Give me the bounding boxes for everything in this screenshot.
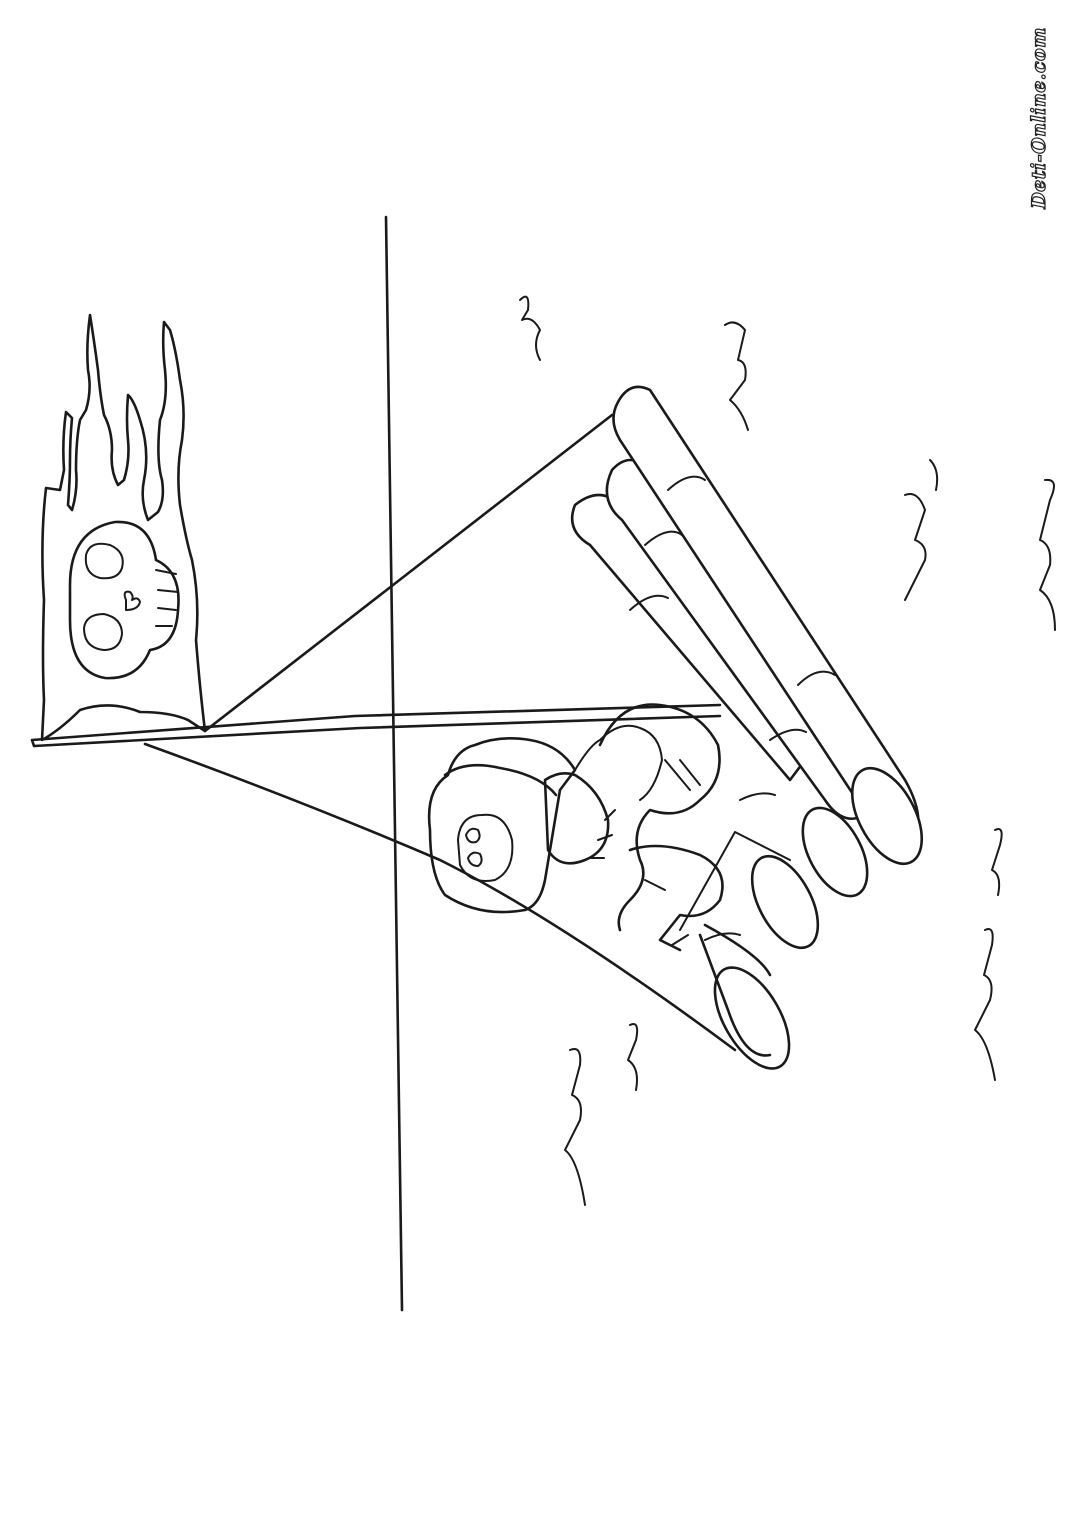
horizon-line: [384, 215, 404, 1312]
flag-skull-eye-right: [83, 613, 123, 651]
wave-1: [519, 295, 541, 361]
pirate-figure: [427, 703, 791, 952]
pirate-body: [598, 703, 721, 932]
sail: [143, 413, 737, 1052]
raft: [570, 385, 924, 1070]
sea-waves: [519, 295, 1056, 1206]
wave-3: [904, 459, 939, 601]
site-watermark: Deti-Online.com: [1027, 27, 1050, 210]
flag-skull-nose: [123, 590, 141, 611]
pirate-arm: [628, 844, 724, 952]
raft-log-end-2: [801, 806, 869, 898]
wave-5: [991, 828, 1003, 896]
raft-log-front: [698, 923, 772, 1057]
wave-8: [564, 1048, 586, 1206]
flag-skull-outline: [68, 520, 180, 680]
skull-flag: [40, 313, 207, 742]
flag-skull-teeth: [155, 569, 179, 627]
pirate-beard: [574, 724, 663, 859]
pirate-sword: [671, 831, 791, 946]
wave-7: [627, 1023, 639, 1091]
flag-cloth: [40, 313, 207, 742]
raft-log-end-4: [713, 966, 791, 1070]
wave-4: [1039, 478, 1056, 631]
raft-rope-bindings: [629, 475, 836, 941]
wave-6: [974, 928, 996, 1081]
hat-skull-eyes: [465, 827, 483, 867]
flag-skull-eye-left: [84, 542, 124, 580]
hat-skull-outline: [457, 813, 514, 882]
raft-log-end-3: [750, 854, 820, 950]
pirate-face: [543, 772, 610, 865]
pirate-hat-brim: [443, 763, 558, 797]
mast: [30, 703, 722, 748]
raft-log-end-1: [850, 766, 924, 866]
pirate-cloth-folds: [644, 759, 701, 891]
pirate-hat: [427, 737, 577, 914]
wave-2: [724, 321, 749, 431]
